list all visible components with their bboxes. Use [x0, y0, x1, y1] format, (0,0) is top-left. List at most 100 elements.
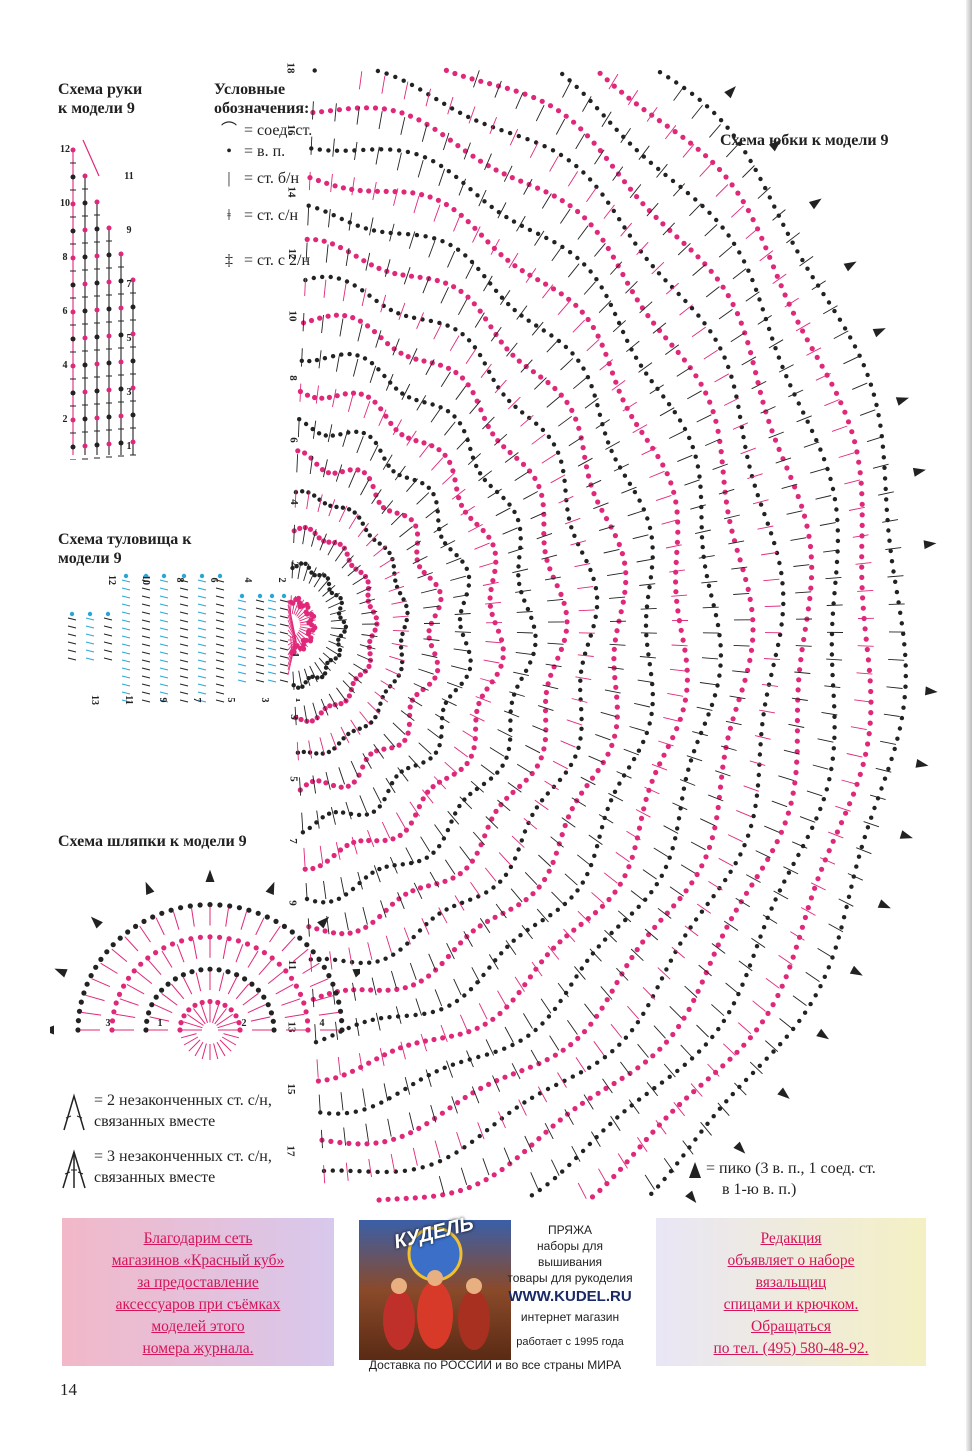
chain-stitch [737, 250, 742, 255]
chain-stitch [726, 233, 731, 238]
chain-stitch [480, 527, 486, 534]
chain-stitch [331, 852, 337, 859]
stitch [869, 794, 886, 801]
stitch [757, 525, 774, 530]
chain-stitch [472, 345, 478, 350]
chain-stitch [737, 557, 743, 563]
chain-stitch [261, 950, 267, 956]
chain-stitch [430, 784, 436, 790]
stitch [159, 635, 169, 639]
stitch [857, 589, 874, 592]
chain-stitch [830, 672, 835, 678]
kudel-url-link[interactable]: WWW.KUDEL.RU [508, 1288, 632, 1305]
chain-stitch [645, 516, 650, 521]
chain-stitch [802, 626, 808, 632]
stitch [355, 1017, 360, 1036]
stitch [342, 429, 349, 447]
stitch [372, 787, 382, 804]
chain-stitch [332, 746, 337, 751]
chain-stitch [649, 890, 654, 895]
chain-stitch [82, 389, 88, 395]
chain-stitch [558, 998, 563, 1004]
chain-stitch [826, 965, 831, 970]
stitch [392, 629, 409, 632]
stitch [267, 639, 277, 643]
chain-stitch [619, 551, 626, 557]
picot-marker [90, 916, 103, 929]
chain-stitch [772, 540, 777, 546]
chain-stitch [169, 941, 176, 947]
stitch [558, 415, 572, 427]
picot-marker [877, 899, 891, 909]
chain-stitch [445, 365, 452, 371]
stitch [334, 103, 337, 122]
chain-stitch [326, 749, 332, 755]
stitch [296, 454, 299, 473]
stitch [604, 689, 621, 694]
chain-stitch [505, 944, 510, 949]
chain-stitch [402, 985, 408, 991]
chain-stitch [833, 945, 838, 950]
stitch [708, 794, 724, 802]
chain-stitch [844, 904, 849, 910]
chain-stitch [725, 293, 731, 299]
chain-stitch [787, 964, 793, 970]
chain-stitch [731, 241, 737, 246]
chain-stitch [602, 1055, 608, 1060]
recruit-phone: по тел. (495) 580-48-92. [713, 1340, 869, 1357]
chain-stitch [228, 1007, 234, 1013]
chain-stitch [833, 580, 838, 585]
stitch [696, 414, 712, 423]
stitch [67, 625, 77, 629]
chain-stitch [468, 897, 473, 902]
chain-stitch [482, 361, 487, 366]
stitch [351, 836, 358, 855]
stitch [736, 809, 752, 818]
stitch [362, 1088, 366, 1107]
chain-stitch [367, 293, 372, 298]
chain-stitch [398, 645, 404, 650]
row-number: 1 [293, 698, 300, 703]
stitch [344, 912, 349, 931]
chain-stitch [825, 466, 830, 472]
stitch [467, 453, 482, 466]
chain-stitch [445, 323, 450, 328]
kudel-advertisement[interactable]: КУДЕЛЬ ПРЯЖА наборы для вышивания товары… [357, 1213, 633, 1376]
chain-stitch [437, 362, 444, 368]
chain-stitch [741, 259, 747, 264]
chain-stitch [314, 926, 320, 932]
chain-stitch [475, 1181, 481, 1187]
chain-stitch [830, 838, 836, 844]
chain-stitch [125, 929, 131, 935]
stitch [212, 1004, 220, 1023]
stitch [588, 834, 603, 845]
chain-stitch [564, 619, 570, 625]
stitch [425, 359, 435, 376]
chain-stitch [681, 240, 687, 246]
chain-stitch [469, 76, 475, 82]
chain-stitch [670, 735, 676, 741]
stitch [525, 267, 537, 283]
stitch [179, 699, 189, 703]
chain-stitch [694, 871, 700, 878]
chain-stitch [509, 175, 515, 181]
stitch [729, 695, 746, 700]
row-number: 12 [286, 249, 298, 261]
stitch [369, 365, 377, 384]
chain-stitch [641, 1011, 646, 1016]
chain-stitch [860, 605, 866, 611]
chain-stitch [438, 405, 443, 410]
chain-stitch [569, 525, 574, 530]
hat-chart-title: Схема шляпки к модели 9 [58, 833, 247, 850]
chain-stitch [399, 110, 405, 116]
chain-stitch [780, 364, 785, 370]
stitch [700, 818, 716, 827]
chain-stitch [118, 251, 124, 257]
stitch [385, 373, 394, 391]
chain-stitch [517, 526, 523, 532]
stitch [296, 633, 308, 648]
chain-stitch [841, 915, 847, 920]
chain-stitch [94, 334, 100, 340]
legend-double-crochet: ǂ= ст. с/н [214, 205, 312, 226]
